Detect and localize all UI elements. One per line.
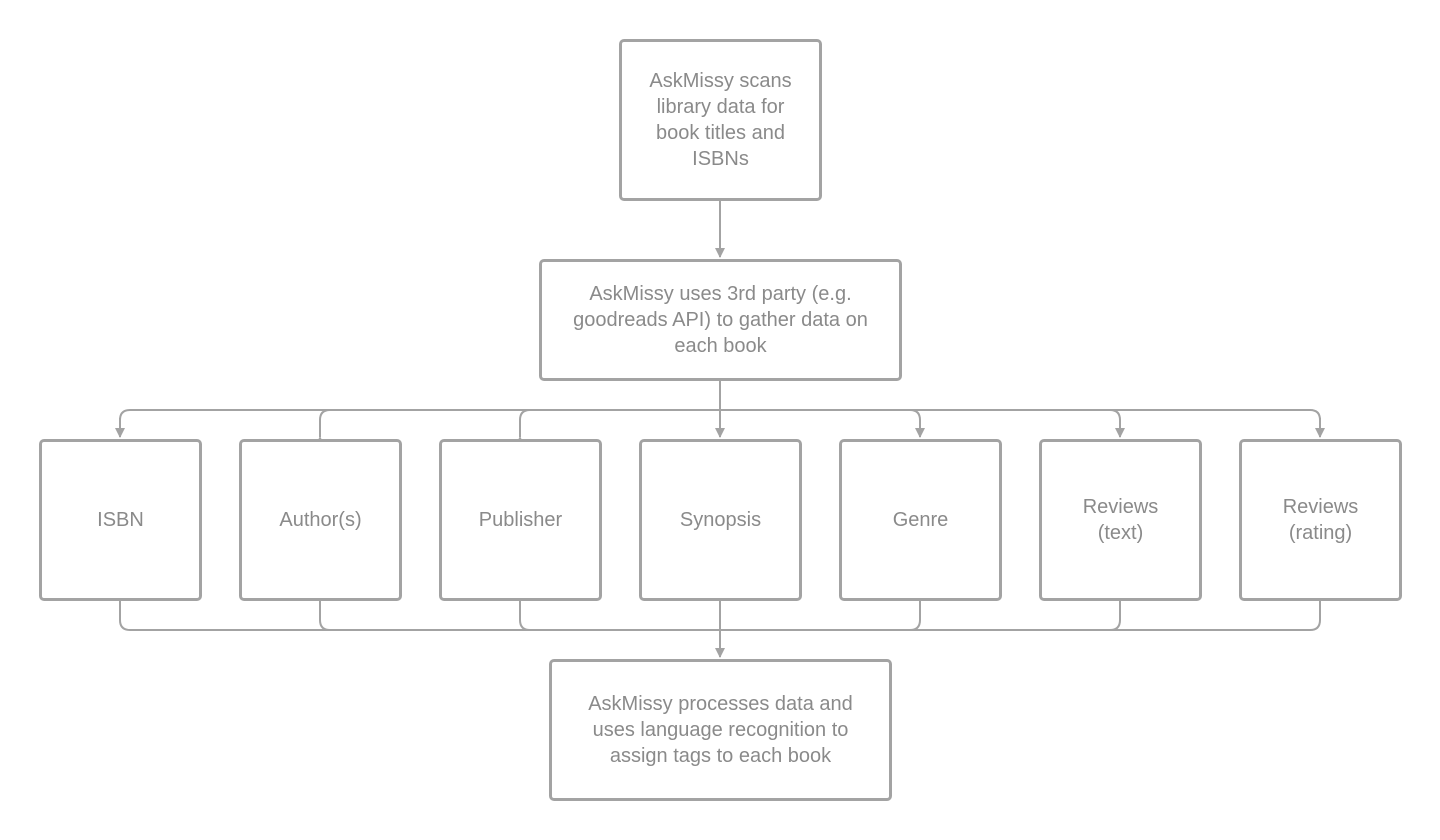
field-authors-node: Author(s) bbox=[239, 439, 402, 601]
arrow-to-genre bbox=[909, 409, 925, 438]
publisher-to-bus-line bbox=[519, 601, 531, 631]
field-synopsis-node: Synopsis bbox=[639, 439, 802, 601]
reviews-text-to-bus-line bbox=[1109, 601, 1121, 631]
authors-to-bus-line bbox=[319, 601, 331, 631]
arrow-to-reviews-text bbox=[1109, 409, 1125, 438]
arrow-to-authors bbox=[315, 409, 331, 446]
scan-library-node: AskMissy scans library data for book tit… bbox=[619, 39, 822, 201]
field-isbn-node: ISBN bbox=[39, 439, 202, 601]
field-publisher-node: Publisher bbox=[439, 439, 602, 601]
arrow-to-publisher bbox=[515, 409, 531, 446]
field-reviews-rating-node: Reviews (rating) bbox=[1239, 439, 1402, 601]
gather-data-node: AskMissy uses 3rd party (e.g. goodreads … bbox=[539, 259, 902, 381]
process-data-node: AskMissy processes data and uses languag… bbox=[549, 659, 892, 801]
genre-to-bus-line bbox=[909, 601, 921, 631]
field-genre-node: Genre bbox=[839, 439, 1002, 601]
field-reviews-text-node: Reviews (text) bbox=[1039, 439, 1202, 601]
